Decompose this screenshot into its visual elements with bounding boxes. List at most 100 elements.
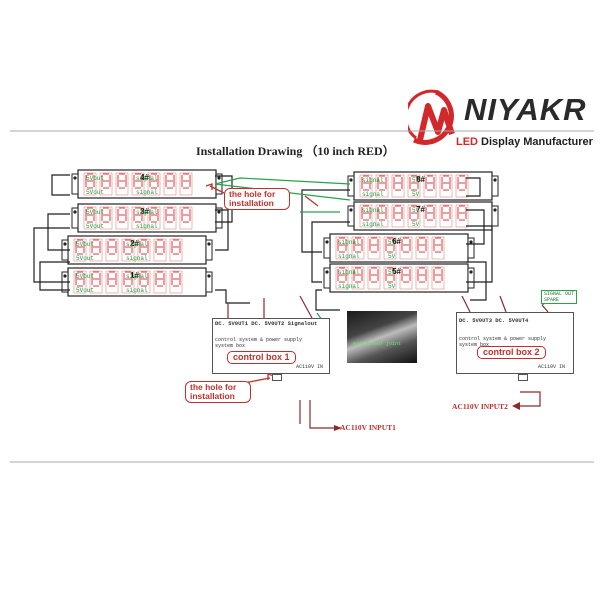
hole-callout-top: the hole for installation: [224, 188, 290, 210]
control-box-1-port: [272, 374, 282, 381]
left-module-4-digit-3: [107, 271, 117, 287]
input2-arrow: [512, 402, 520, 410]
right-module-3-digit-6: [417, 237, 427, 253]
control-box-1-input: AC110V INPUT1: [340, 423, 396, 432]
right-module-3-port-1: signal: [338, 253, 360, 260]
right-module-3-digit-2: [353, 237, 363, 253]
left-module-1-port-top-2: signal: [136, 175, 158, 182]
right-module-3-digit-7: [433, 237, 443, 253]
right-module-1-digit-2: [377, 175, 387, 191]
left-module-1-digit-3: [117, 173, 127, 189]
right-module-4-digit-5: [401, 267, 411, 283]
right-module-1-port-top-1: signal: [362, 177, 384, 184]
left-module-4-port-top-2: signal: [126, 273, 148, 280]
left-module-group: 4#5Vout5Voutsignalsignal3#5Vout5Voutsign…: [61, 169, 223, 297]
left-module-2-digit-3: [117, 207, 127, 223]
left-module-2-digit-1: [85, 207, 95, 223]
right-module-2-digit-5: [425, 205, 435, 221]
left-module-1-port-2: signal: [136, 189, 158, 196]
right-module-2-port-top-1: signal: [362, 207, 384, 214]
right-module-1-port-top-2: 5V: [412, 177, 420, 184]
right-module-2-port-2: 5V: [412, 221, 420, 228]
right-module-3-digit-1: [337, 237, 347, 253]
left-module-3-digit-6: [155, 239, 165, 255]
left-module-1-digit-7: [181, 173, 191, 189]
left-module-4-digit-4: [123, 271, 133, 287]
left-module-4-digit-1: [75, 271, 85, 287]
control-box-2-label: control box 2: [477, 346, 546, 359]
right-module-1-digit-7: [457, 175, 467, 191]
brand-name: NIYAKR: [464, 92, 587, 127]
right-module-4-digit-6: [417, 267, 427, 283]
spare-line1: SIGNAL OUT: [544, 291, 575, 297]
left-module-3-digit-1: [75, 239, 85, 255]
left-module-4-digit-7: [171, 271, 181, 287]
left-module-1-digit-2: [101, 173, 111, 189]
left-module-2-digit-5: [149, 207, 159, 223]
left-module-1-digit-1: [85, 173, 95, 189]
left-module-3-digit-5: [139, 239, 149, 255]
left-module-4-port-2: signal: [126, 287, 148, 294]
waterproof-joint-photo: waterproof joint: [347, 311, 417, 363]
right-module-3-digit-5: [401, 237, 411, 253]
right-module-3-port-top-2: 5V: [388, 239, 396, 246]
control-box-2-input: AC110V INPUT2: [452, 402, 508, 411]
right-module-1-digit-3: [393, 175, 403, 191]
control-box-2-outputs: DC. 5V0UT3 DC. 5V0UT4: [459, 317, 529, 324]
input1-arrow: [334, 425, 342, 431]
right-module-3-number: 6#: [392, 237, 401, 246]
right-module-4-digit-3: [369, 267, 379, 283]
right-module-1-port-2: 5V: [412, 191, 420, 198]
spare-line2: SPARE: [544, 297, 560, 303]
right-module-1-digit-5: [425, 175, 435, 191]
left-module-1-number: 4#: [140, 173, 149, 182]
right-module-1-digit-1: [361, 175, 371, 191]
left-module-4-digit-6: [155, 271, 165, 287]
right-module-2-digit-2: [377, 205, 387, 221]
brand-tagline: LED Display Manufacturer: [456, 136, 593, 148]
left-module-1: 4# 5Vout 5Vout signal signal: [71, 169, 223, 199]
control-box-2-port: [518, 374, 528, 381]
right-module-group: 8#signalsignal5V5V7#signalsignal5V5V6#si…: [323, 171, 499, 293]
left-module-4-port-top-1: 5Vout: [76, 273, 94, 280]
left-module-1-port-1: 5Vout: [86, 189, 104, 196]
control-box-2-ac-in: AC110V IN: [538, 364, 566, 370]
left-module-1-digit-6: [165, 173, 175, 189]
brand-tagline-led: LED: [456, 136, 478, 148]
right-module-2-digit-3: [393, 205, 403, 221]
left-module-2-port-1: 5Vout: [86, 223, 104, 230]
control-box-1-system-line2: system box: [215, 343, 246, 349]
left-module-3-digit-7: [171, 239, 181, 255]
left-cables: [33, 174, 250, 304]
signal-out-spare: SIGNAL OUT SPARE: [541, 290, 578, 304]
control-box-1-label: control box 1: [227, 351, 296, 364]
drawing-title: Installation Drawing （10 inch RED）: [196, 144, 395, 158]
left-module-1-port-top-1: 5Vout: [86, 175, 104, 182]
right-module-2-digit-7: [457, 205, 467, 221]
left-module-4-number: 1#: [130, 271, 139, 280]
control-box-1-system-line1: control system & power supply: [215, 337, 303, 343]
control-box-1-outputs: DC. 5V0UT1 DC. 5V0UT2 Signalout: [215, 320, 318, 327]
left-module-4-digit-5: [139, 271, 149, 287]
photo-caption: waterproof joint: [353, 341, 402, 347]
left-module-2-number: 3#: [140, 207, 149, 216]
right-module-1-port-1: signal: [362, 191, 384, 198]
right-module-1-digit-4: [409, 175, 419, 191]
right-module-3-digit-4: [385, 237, 395, 253]
right-module-2-number: 7#: [416, 205, 425, 214]
left-module-2-port-top-2: signal: [136, 209, 158, 216]
right-module-2-digit-6: [441, 205, 451, 221]
right-module-4-digit-1: [337, 267, 347, 283]
left-module-3-port-2: signal: [126, 255, 148, 262]
left-module-1-digit-5: [149, 173, 159, 189]
right-module-2-port-1: signal: [362, 221, 384, 228]
right-module-2-port-top-2: 5V: [412, 207, 420, 214]
right-module-4-digit-4: [385, 267, 395, 283]
left-module-2-port-2: signal: [136, 223, 158, 230]
control-box-2-system-line2: system box: [459, 342, 490, 348]
left-module-3-digit-4: [123, 239, 133, 255]
